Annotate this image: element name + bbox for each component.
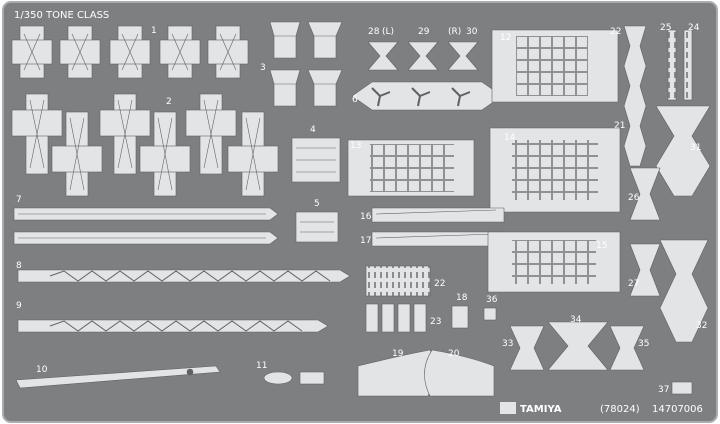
part-37-group [671,381,693,395]
part-number-8: 8 [16,261,22,271]
part-36-group [483,307,497,321]
part-10-group [15,365,221,389]
part-11-group [263,371,325,385]
part-8-group [17,269,351,283]
part-number-2: 2 [166,97,172,107]
part-22-21-group [623,25,693,167]
part-number-1: 1 [151,26,157,36]
part-number-18: 18 [456,293,468,303]
part-3-group [269,21,343,107]
scale-title: 1/350 TONE CLASS [14,10,109,21]
kit-number: (78024) [600,404,640,415]
part-number-11: 11 [256,361,267,371]
part-5-group [295,211,339,243]
part-22-ladder-group [365,265,431,297]
part-number-26: 26 [628,193,640,203]
part-number-10: 10 [36,365,48,375]
brand-name: TAMIYA [520,404,562,415]
part-number-7: 7 [16,195,22,205]
part-number-27: 27 [628,279,639,289]
part-2-group [11,93,279,197]
part-7-group [13,207,279,245]
part-26-27-group [629,167,709,343]
part-number-37: 37 [658,385,669,395]
part-number-9: 9 [16,301,22,311]
part-6-group [351,81,503,111]
part-14-group [489,127,621,213]
part-33-34-35-group [509,321,645,371]
part-number-20: 20 [448,349,460,359]
part-number-34: 34 [570,315,582,325]
part-number-13: 13 [350,141,361,151]
part-number-30: 30 [466,27,478,37]
part-number-29: 29 [418,27,430,37]
part-28-29-30-group [367,41,479,71]
part-number-15: 15 [596,241,607,251]
part-number-24: 24 [688,23,700,33]
tamiya-logo-icon [500,402,516,414]
serial-number: 14707006 [652,404,703,415]
part-number-19: 19 [392,349,404,359]
part-number-36: 36 [486,295,498,305]
part-number-4: 4 [310,125,316,135]
part-28-left-label: (L) [382,27,394,37]
part-number-22-top: 22 [610,27,621,37]
part-31-group [655,105,711,197]
part-19-20-group [357,349,495,397]
part-number-31: 31 [690,143,701,153]
part-number-21: 21 [614,121,625,131]
part-12-group [491,29,619,103]
part-number-12: 12 [500,33,511,43]
part-30-right-label: (R) [448,27,461,37]
part-number-25: 25 [660,23,671,33]
part-number-14: 14 [504,133,516,143]
part-number-35: 35 [638,339,649,349]
part-number-22: 22 [434,279,445,289]
part-number-17: 17 [360,236,371,246]
part-number-5: 5 [314,199,320,209]
part-13-group [347,139,475,197]
part-number-16: 16 [360,212,372,222]
part-23-group [365,303,427,333]
part-number-23: 23 [430,317,441,327]
part-1-group [11,25,249,79]
part-number-3: 3 [260,63,266,73]
part-9-group [17,319,329,333]
part-number-28: 28 [368,27,380,37]
part-number-32: 32 [696,321,707,331]
part-4-group [291,137,341,183]
part-15-group [487,231,621,293]
part-number-6: 6 [352,95,358,105]
brand-line: TAMIYA (78024) 14707006 [500,402,703,415]
part-18-group [451,305,469,329]
part-number-33: 33 [502,339,513,349]
